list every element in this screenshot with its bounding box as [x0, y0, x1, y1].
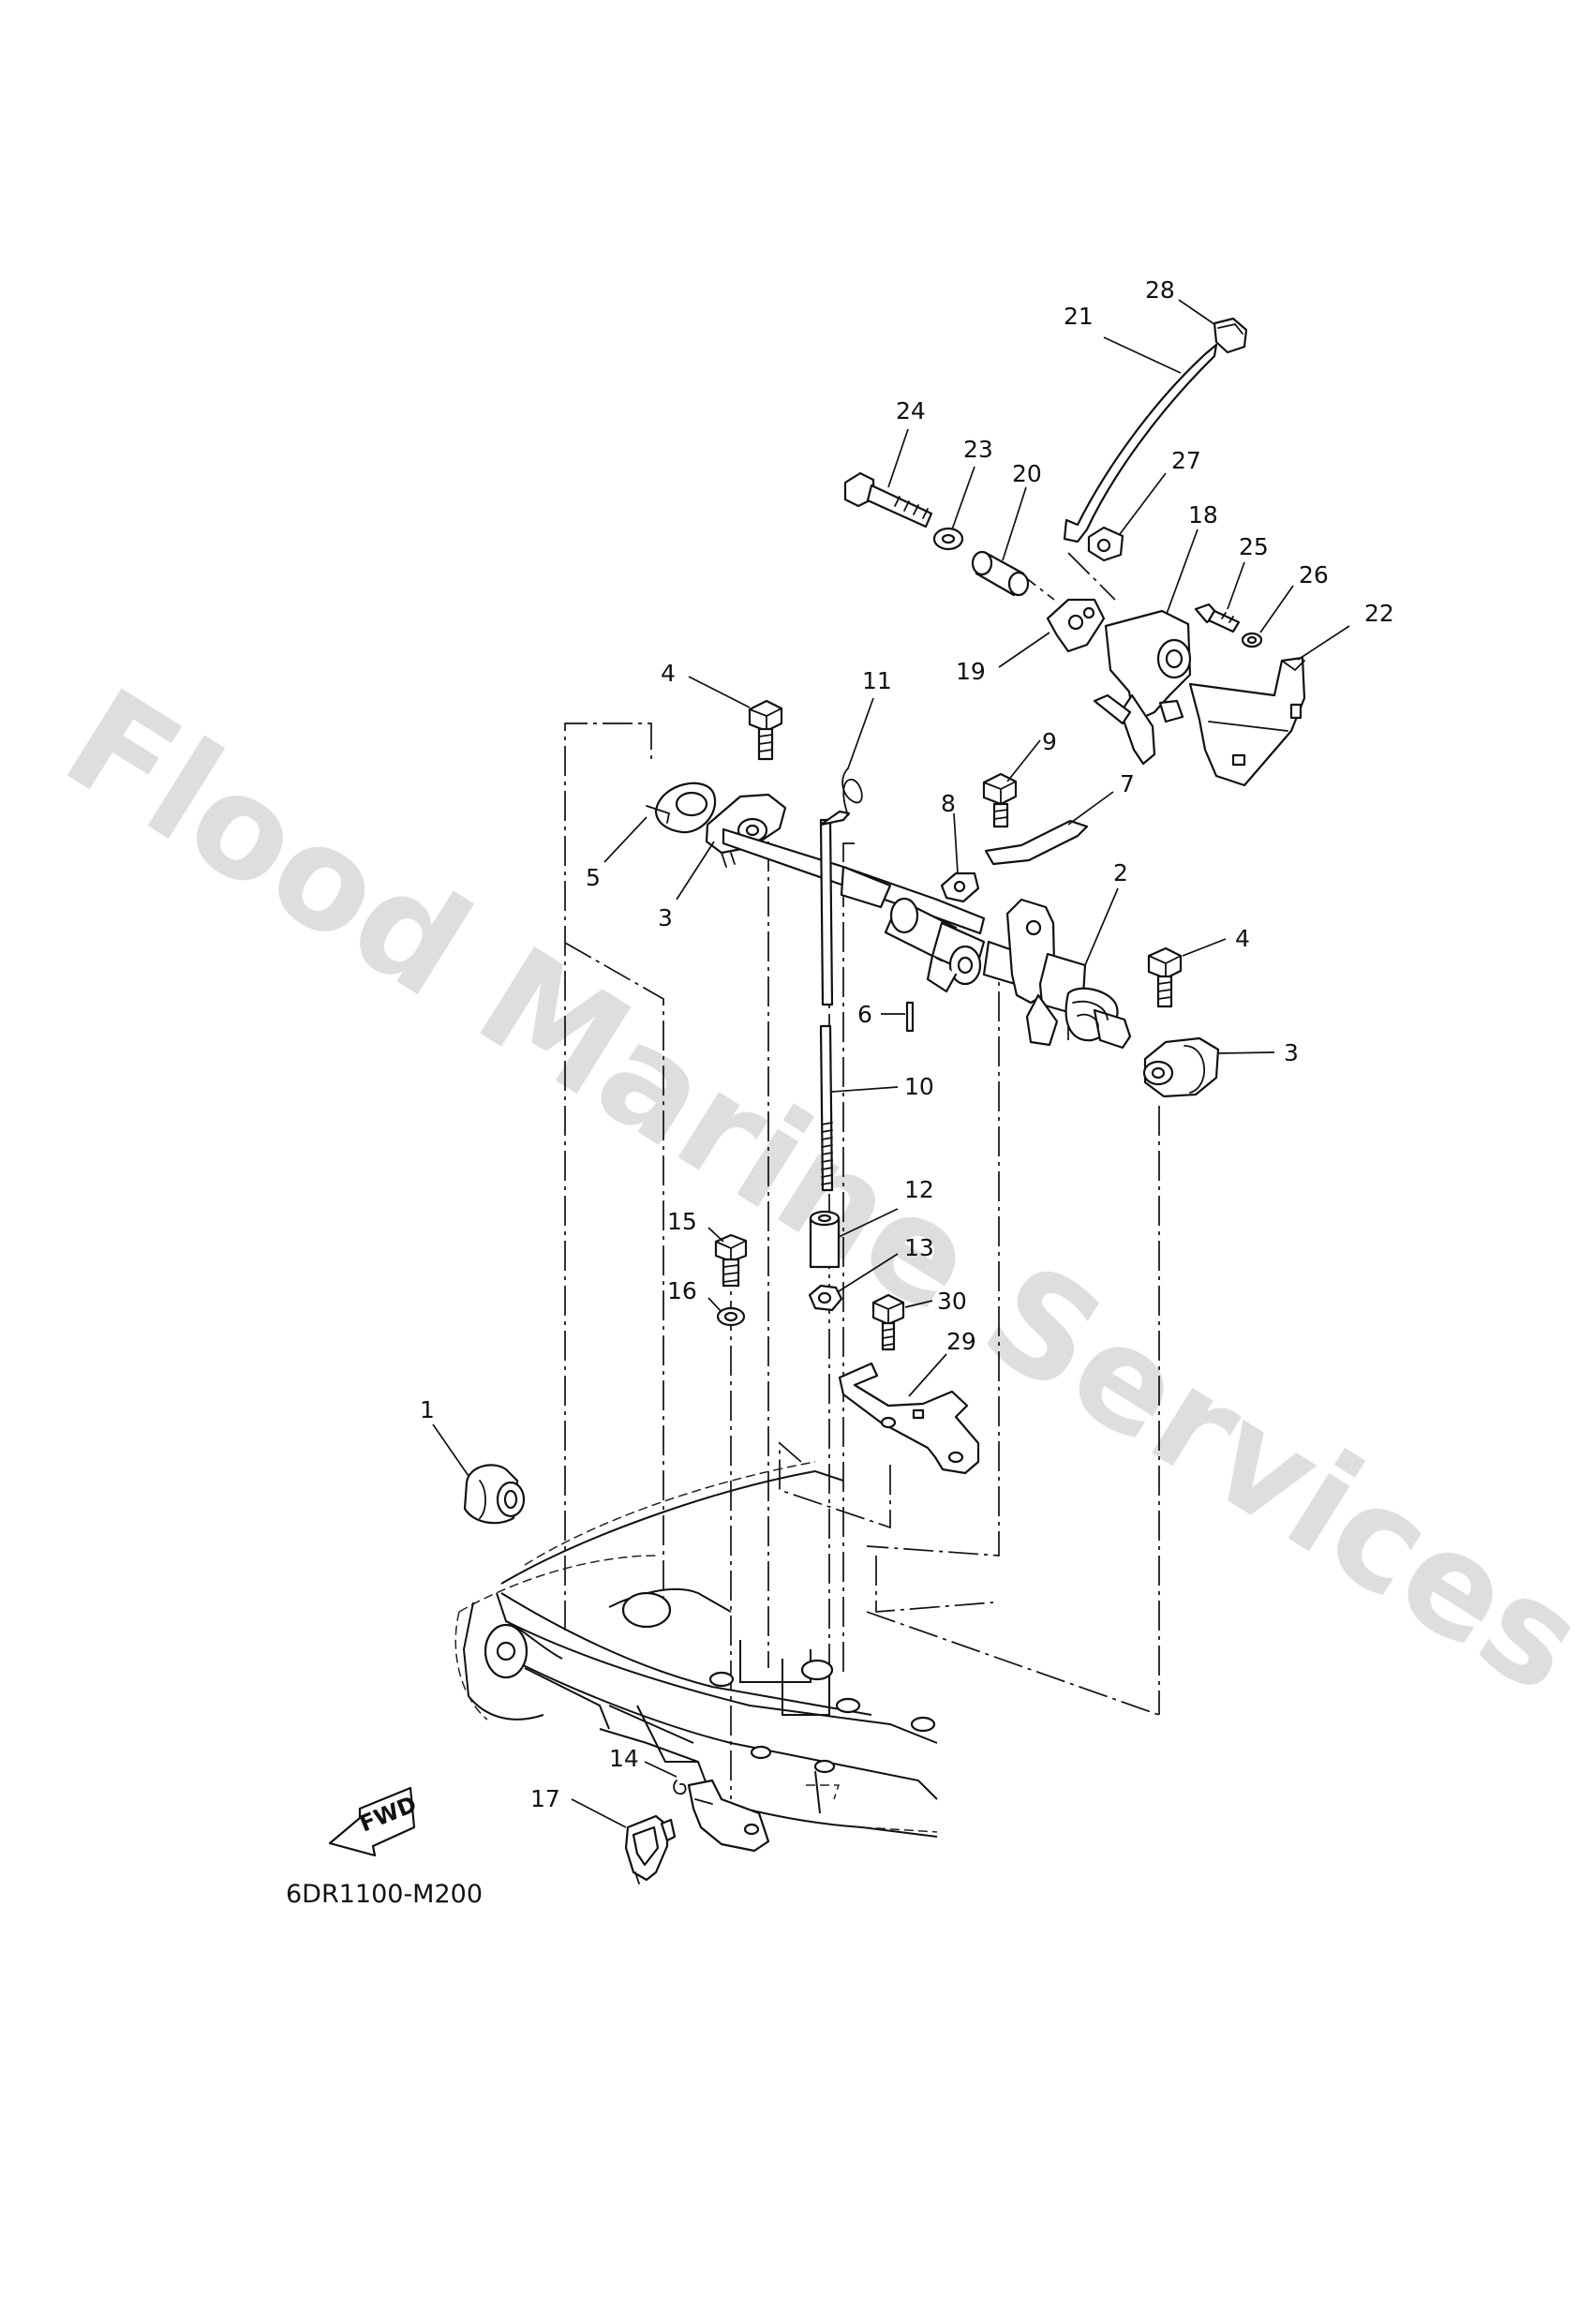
callout-27: 27	[1171, 447, 1201, 474]
part-5-clip	[646, 782, 717, 834]
part-4-bolt-right	[1147, 946, 1183, 1008]
callout-18: 18	[1188, 501, 1218, 529]
part-13-nut	[808, 1284, 843, 1312]
callout-29: 29	[946, 1328, 976, 1355]
part-15-bolt	[714, 1233, 748, 1288]
callout-7: 7	[1120, 770, 1135, 797]
part-2-control-shaft	[722, 827, 1132, 1050]
part-23-washer	[932, 527, 964, 551]
part-1-grommet	[463, 1464, 526, 1525]
part-20-collar	[971, 550, 1030, 597]
callout-12: 12	[904, 1176, 934, 1203]
callout-8: 8	[941, 790, 956, 817]
part-28-nut	[1213, 317, 1248, 354]
callout-14: 14	[609, 1745, 639, 1772]
part-10-throttle-rod	[819, 810, 851, 1192]
callout-22: 22	[1364, 600, 1394, 627]
callout-1: 1	[420, 1396, 435, 1423]
callout-21: 21	[1064, 303, 1094, 330]
part-7-plate	[984, 819, 1089, 866]
part-17-fitting	[624, 1814, 677, 1885]
lower-bracket	[687, 1779, 770, 1853]
part-6-pin	[905, 1001, 915, 1033]
callout-6: 6	[857, 1001, 872, 1028]
callout-10: 10	[904, 1073, 934, 1100]
part-4-bolt-upper	[748, 699, 783, 761]
callout-5: 5	[586, 864, 601, 891]
part-19-lever	[1046, 598, 1106, 653]
callout-30: 30	[937, 1288, 967, 1315]
part-22-bracket	[1188, 656, 1306, 787]
part-3-damper-right	[1142, 1036, 1220, 1098]
callout-3-upper: 3	[658, 904, 673, 931]
callout-17: 17	[530, 1785, 560, 1812]
callout-13: 13	[904, 1234, 934, 1261]
callout-23: 23	[963, 436, 993, 463]
callout-2: 2	[1113, 859, 1128, 886]
watermark: Flood Marine Services	[38, 659, 1578, 1725]
part-12-sleeve	[809, 1210, 841, 1269]
callout-19: 19	[956, 658, 986, 685]
callout-26: 26	[1299, 561, 1329, 588]
part-30-bolt	[871, 1293, 905, 1351]
callout-16: 16	[667, 1277, 697, 1304]
part-24-bolt	[843, 471, 933, 529]
callout-11: 11	[862, 667, 892, 694]
callout-25: 25	[1239, 533, 1269, 560]
callout-15: 15	[667, 1208, 697, 1235]
fwd-arrow-icon: FWD	[328, 1786, 420, 1857]
bottom-cowling	[454, 1461, 938, 1838]
callout-4-upper: 4	[661, 660, 676, 687]
part-16-washer	[716, 1306, 746, 1327]
part-29-bracket	[838, 1362, 980, 1475]
part-11-clip	[841, 767, 863, 816]
callout-28: 28	[1145, 276, 1175, 304]
callout-3-right: 3	[1284, 1039, 1299, 1066]
part-14-clip	[673, 1780, 687, 1795]
part-21-link-rod	[1063, 343, 1218, 544]
diagram-code: 6DR1100-M200	[286, 1880, 483, 1909]
part-9-bolt	[982, 772, 1018, 828]
callout-9: 9	[1042, 728, 1057, 755]
leader-lines	[432, 299, 1350, 1828]
part-18-throttle-cam	[1093, 609, 1192, 766]
part-8-clip	[940, 872, 980, 903]
part-25-screw	[1194, 603, 1241, 633]
callout-24: 24	[896, 397, 926, 425]
callouts: 28 21 24 23 20 27 18 25 26 22 19 4 11 9 …	[420, 276, 1394, 1812]
part-27-clip	[1087, 526, 1124, 562]
reference-lines	[564, 552, 1160, 1799]
callout-4-right: 4	[1235, 925, 1250, 952]
part-26-washer	[1241, 632, 1263, 648]
callout-20: 20	[1012, 460, 1042, 487]
